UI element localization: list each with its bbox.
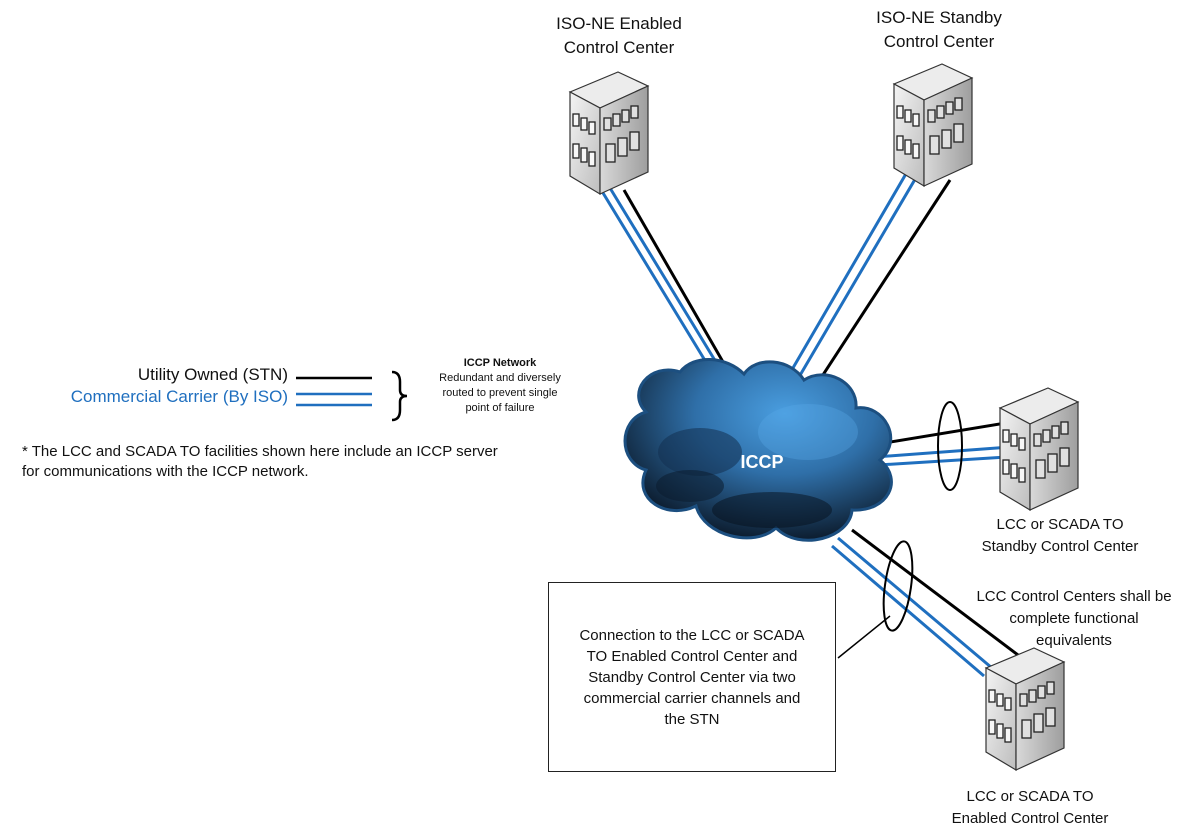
- legend-lines: [296, 376, 372, 407]
- connection-iso-standby: [770, 159, 952, 407]
- legend-commercial-label: Commercial Carrier (By ISO): [70, 387, 288, 406]
- network-note-title: ICCP Network: [463, 357, 537, 369]
- legend-utility-label: Utility Owned (STN): [137, 365, 288, 384]
- label-lcc-standby: LCC or SCADA TO Standby Control Center: [981, 516, 1139, 555]
- iccp-cloud: [623, 358, 893, 542]
- building-iso-enabled-icon: [569, 71, 649, 195]
- legend-labels: Utility Owned (STN) Commercial Carrier (…: [20, 364, 288, 408]
- connection-iso-enabled: [598, 187, 740, 389]
- legend-brace: [391, 370, 408, 422]
- connection-lcc-standby: [861, 418, 1025, 468]
- connection-lcc-enabled: [831, 528, 1023, 678]
- building-iso-standby-icon: [893, 63, 973, 187]
- callout-box: Connection to the LCC or SCADA TO Enable…: [548, 582, 836, 772]
- label-iso-standby: ISO-NE Standby Control Center: [876, 8, 1002, 51]
- label-iso-enabled: ISO-NE Enabled Control Center: [556, 14, 682, 57]
- network-note: ICCP Network Redundant and diversely rou…: [412, 356, 588, 416]
- channel-ellipse-standby: [937, 401, 963, 491]
- building-lcc-enabled-icon: [985, 647, 1065, 771]
- equivalents-note: LCC Control Centers shall be complete fu…: [976, 588, 1172, 649]
- building-lcc-standby-icon: [999, 387, 1079, 511]
- channel-ellipse-enabled: [882, 540, 914, 632]
- label-lcc-enabled: LCC or SCADA TO Enabled Control Center: [951, 788, 1109, 827]
- footnote: * The LCC and SCADA TO facilities shown …: [22, 443, 498, 480]
- callout-pointer: [837, 615, 891, 659]
- iccp-cloud-label: ICCP: [740, 452, 784, 472]
